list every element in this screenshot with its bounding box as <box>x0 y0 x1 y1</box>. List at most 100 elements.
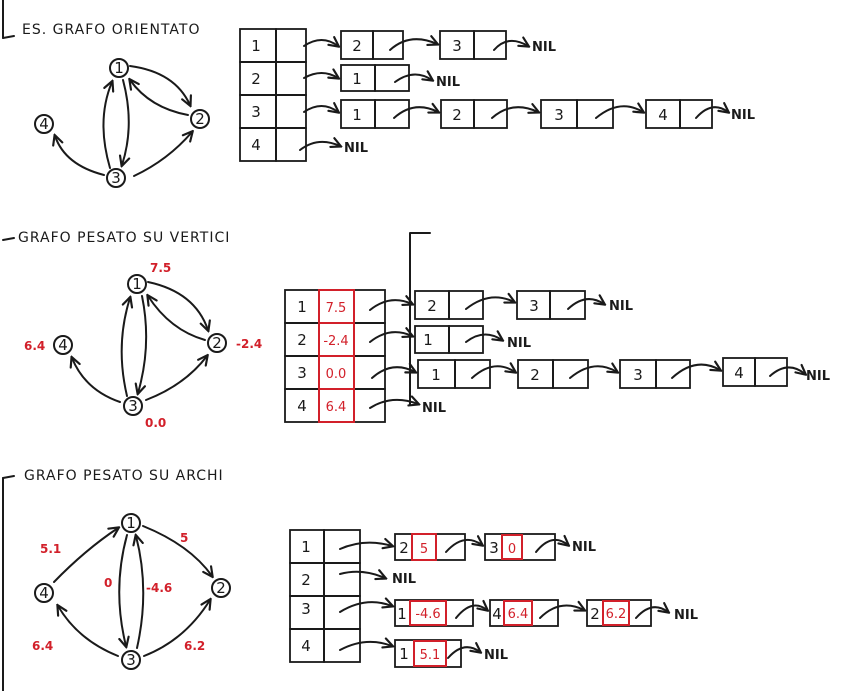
graph-node-label: 4 <box>39 115 49 133</box>
list-pointer-arrow <box>567 299 604 310</box>
table-grid <box>239 28 307 162</box>
vertex-weight: 0.0 <box>145 416 166 430</box>
graph-edge-arrow <box>142 525 212 576</box>
list-node-value: 1 <box>352 70 362 88</box>
list-pointer-arrow <box>369 300 412 311</box>
list-pointer-arrow <box>339 642 392 651</box>
graph-edge-arrow <box>143 600 210 657</box>
list-pointer-arrow <box>339 602 392 613</box>
nil-label: NIL <box>507 336 531 351</box>
vertex-weight-cell: -2.4 <box>323 334 348 349</box>
edge-weight: 5 <box>180 531 188 545</box>
table-row-key: 2 <box>297 331 307 349</box>
list-pointer-arrow <box>769 367 805 377</box>
graph-node <box>207 333 227 353</box>
graph-node-label: 2 <box>195 110 205 128</box>
margin-tick <box>2 237 15 241</box>
nil-label: NIL <box>731 108 755 123</box>
graph-edge-arrow <box>58 606 119 657</box>
graph-node <box>190 109 210 129</box>
list-pointer-arrow <box>671 365 720 379</box>
graph-node-label: 4 <box>39 584 49 602</box>
graph-node-label: 3 <box>126 651 136 669</box>
graph-node <box>53 335 73 355</box>
graph-2: 1 2 3 4 7.5 -2.4 0.0 6.4 <box>24 261 262 430</box>
list-node-value: 2 <box>530 366 540 384</box>
list-pointer-arrow <box>635 607 668 619</box>
graph-node-label: 4 <box>58 336 68 354</box>
adjacency-table-2: 1 2 3 4 7.5 -2.4 0.0 6.4 2 3 NIL 1 <box>284 289 830 423</box>
nil-label: NIL <box>484 648 508 663</box>
table-row-key: 1 <box>297 298 307 316</box>
graph-node-label: 1 <box>126 514 136 532</box>
edge-weight: 0 <box>104 576 112 590</box>
edge-weight-cell: 6.4 <box>508 607 529 622</box>
edge-weight-cell-highlight <box>409 600 447 626</box>
edge-weight-cell-highlight <box>413 640 447 667</box>
graph-edge-arrow <box>119 534 127 646</box>
vertex-weight: -2.4 <box>236 337 262 351</box>
margin-tick <box>2 475 15 479</box>
table-row-key: 3 <box>301 600 311 618</box>
list-node-value: 4 <box>658 106 668 124</box>
list-node-value: 2 <box>399 539 409 557</box>
list-pointer-arrow <box>339 543 392 550</box>
edge-weight-cell: 6.2 <box>606 607 627 622</box>
graph-node <box>121 650 141 670</box>
section-1: ES. GRAFO ORIENTATO 1 2 3 4 1 2 3 4 <box>22 22 755 188</box>
graph-edge-arrow <box>148 296 206 341</box>
edge-weight: 5.1 <box>40 542 61 556</box>
list-node-value: 4 <box>734 364 744 382</box>
graph-edge-arrow <box>72 358 121 403</box>
graph-node <box>109 58 129 78</box>
list-pointer-arrow <box>569 366 617 379</box>
list-pointer-arrow <box>539 606 584 619</box>
list-pointer-arrow <box>299 142 340 151</box>
graph-edge-arrow <box>147 281 208 330</box>
list-node-value: 3 <box>554 106 564 124</box>
graph-node <box>106 168 126 188</box>
list-node-value: 2 <box>352 37 362 55</box>
list-pointer-arrow <box>445 540 482 553</box>
list-node-value: 1 <box>397 605 407 623</box>
list-node-value: 1 <box>431 366 441 384</box>
list-pointer-arrow <box>465 297 514 310</box>
graph-node-label: 2 <box>216 579 226 597</box>
table-row-key: 4 <box>301 637 311 655</box>
nil-label: NIL <box>422 401 446 416</box>
list-pointer-arrow <box>339 572 385 578</box>
table-row-key: 3 <box>251 103 261 121</box>
nil-label: NIL <box>806 369 830 384</box>
edge-weight-cell-highlight <box>503 600 533 626</box>
list-pointer-arrow <box>535 540 568 553</box>
graph-node <box>127 274 147 294</box>
list-node-value: 3 <box>529 297 539 315</box>
list-pointer-arrow <box>369 400 418 409</box>
edge-weight-cell: 5 <box>420 542 428 557</box>
list-node-value: 4 <box>492 605 502 623</box>
edge-weight: -4.6 <box>146 581 172 595</box>
list-node-value: 1 <box>352 106 362 124</box>
table-row-key: 1 <box>251 37 261 55</box>
edge-weight: 6.2 <box>184 639 205 653</box>
graph-node-label: 1 <box>132 275 142 293</box>
nil-label: NIL <box>392 572 416 587</box>
section-3: GRAFO PESATO SU ARCHI 1 2 3 4 5.1 5 0 -4… <box>24 468 698 670</box>
graph-3: 1 2 3 4 5.1 5 0 -4.6 6.4 6.2 <box>32 513 231 670</box>
list-pointer-arrow <box>471 366 515 379</box>
list-node-value: 1 <box>399 645 409 663</box>
graph-edge-arrow <box>129 65 190 105</box>
section-1-title: ES. GRAFO ORIENTATO <box>22 22 200 38</box>
table-grid <box>289 529 361 663</box>
list-pointer-arrow <box>447 647 480 659</box>
weight-column-grid <box>319 322 354 390</box>
edge-weight-cell: -4.6 <box>415 607 440 622</box>
list-pointer-arrow <box>303 106 338 112</box>
graph-node <box>34 583 54 603</box>
list-pointer-arrow <box>303 73 338 78</box>
graph-edge-arrow <box>138 295 148 393</box>
bracket-mark <box>409 232 431 406</box>
vertex-weight-cell: 6.4 <box>326 400 347 415</box>
graph-edge-arrow <box>102 82 112 169</box>
section-2-title: GRAFO PESATO SU VERTICI <box>18 230 230 246</box>
